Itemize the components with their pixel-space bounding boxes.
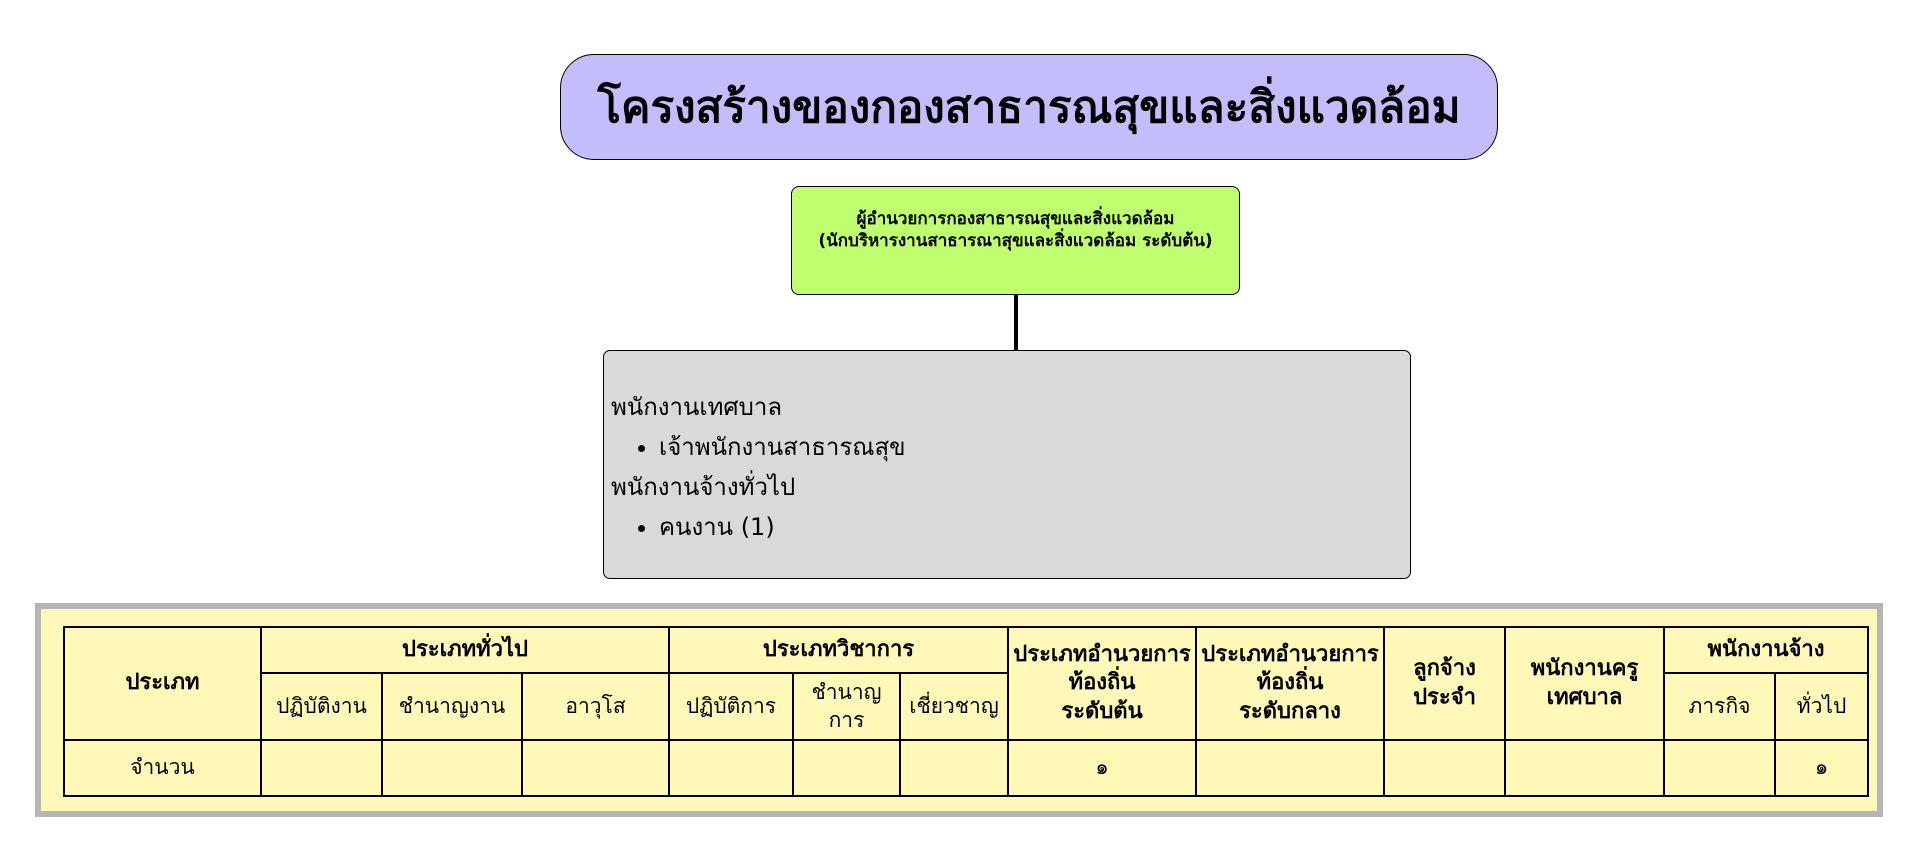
header-academic: ประเภทวิชาการ [667,626,1010,674]
staff-box: พนักงานเทศบาล เจ้าพนักงานสาธารณสุข พนักง… [603,350,1411,579]
header-line: เทศบาล [1546,684,1623,710]
staff-group-municipal: พนักงานเทศบาล [611,393,783,421]
header-general: ประเภททั่วไป [260,626,670,674]
staff-count-table-frame: ประเภท ประเภททั่วไป ประเภทวิชาการ ประเภท… [35,603,1883,817]
director-box: ผู้อำนวยการกองสาธารณสุขและสิ่งแวดล้อม (น… [791,186,1240,295]
header-line: พนักงานครู [1530,655,1639,681]
header-type: ประเภท [63,626,262,741]
count-row-label: จำนวน [63,739,262,797]
header-line: ระดับต้น [1061,698,1143,724]
subheader-general-senior: อาวุโส [521,672,670,741]
staff-item: คนงาน (1) [659,507,1410,547]
connector-line [1014,295,1018,351]
header-line: ท้องถิ่น [1068,670,1136,696]
header-local-admin-middle: ประเภทอำนวยการ ท้องถิ่น ระดับกลาง [1195,626,1386,741]
page-title: โครงสร้างของกองสาธารณสุขและสิ่งแวดล้อม [560,54,1498,160]
header-line: ประเภทอำนวยการ [1013,641,1191,667]
subheader-academic-expert: เชี่ยวชาญ [898,672,1010,741]
header-permanent-employee: ลูกจ้าง ประจำ [1383,626,1507,741]
count-cell [898,739,1010,797]
count-cell [1195,739,1386,797]
count-cell [381,739,523,797]
subheader-contract-mission: ภารกิจ [1663,672,1777,741]
count-cell [792,739,901,797]
count-cell: ๑ [1007,739,1198,797]
count-cell [260,739,383,797]
header-contract-staff: พนักงานจ้าง [1663,626,1870,674]
staff-list-municipal: เจ้าพนักงานสาธารณสุข [611,427,1410,467]
header-line: ลูกจ้าง [1413,655,1476,681]
header-line: ระดับกลาง [1239,698,1341,724]
count-cell [1504,739,1666,797]
count-cell [1383,739,1507,797]
director-position: (นักบริหารงานสาธารณาสุขและสิ่งแวดล้อม ระ… [818,230,1213,251]
subheader-general-operational: ปฏิบัติงาน [260,672,383,741]
subheader-contract-general: ทั่วไป [1774,672,1870,741]
subheader-general-skilled: ชำนาญงาน [381,672,523,741]
header-line: ท้องถิ่น [1256,670,1324,696]
staff-item: เจ้าพนักงานสาธารณสุข [659,427,1410,467]
count-cell [1663,739,1777,797]
staff-count-table: ประเภท ประเภททั่วไป ประเภทวิชาการ ประเภท… [63,626,1870,797]
count-cell [521,739,670,797]
staff-list-contract: คนงาน (1) [611,507,1410,547]
count-cell [668,739,794,797]
director-title: ผู้อำนวยการกองสาธารณสุขและสิ่งแวดล้อม [856,209,1175,230]
staff-group-contract: พนักงานจ้างทั่วไป [611,473,796,501]
subheader-academic-professional: ชำนาญการ [792,672,901,741]
header-line: ประเภทอำนวยการ [1201,641,1379,667]
header-municipal-teacher: พนักงานครู เทศบาล [1504,626,1666,741]
header-local-admin-early: ประเภทอำนวยการ ท้องถิ่น ระดับต้น [1007,626,1198,741]
subheader-academic-practitioner: ปฏิบัติการ [668,672,794,741]
count-cell: ๑ [1774,739,1870,797]
header-line: ประจำ [1413,684,1476,710]
